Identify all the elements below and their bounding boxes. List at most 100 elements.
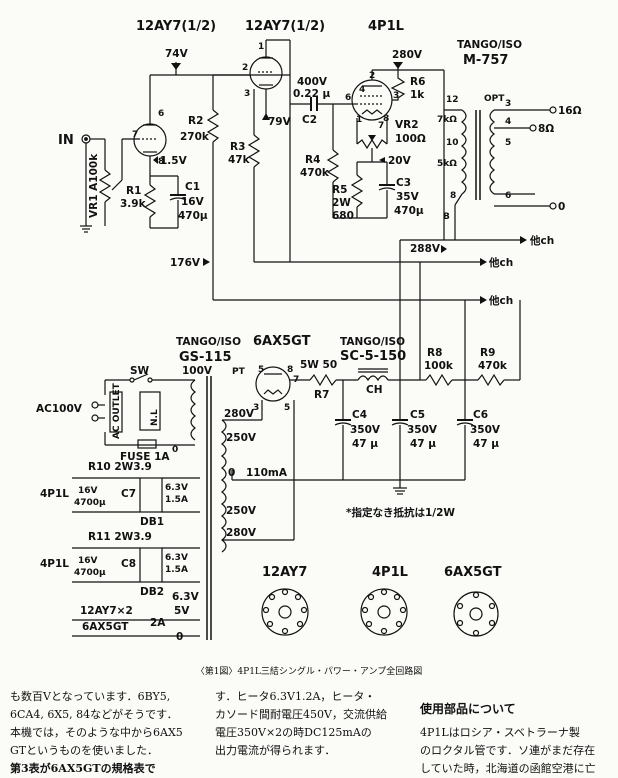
- text-line: 6CA4, 6X5, 84などがそうです．: [10, 708, 178, 721]
- sec-280b: 280V: [226, 527, 257, 539]
- c1-cap: 470μ: [178, 210, 208, 222]
- base-4p1l-title: 4P1L: [372, 565, 408, 580]
- c5-label: C5: [410, 409, 425, 421]
- text-line: していた時，北海道の函館空港に亡: [420, 762, 596, 775]
- text-line: 電圧350V×2の時DC125mAの: [215, 726, 372, 739]
- r5-watt: 2W: [332, 197, 351, 209]
- tap-8: 8Ω: [538, 123, 554, 135]
- c2-cap: 0.22 μ: [293, 88, 331, 100]
- reg2-amp: 1.5A: [165, 565, 188, 575]
- svg-text:2: 2: [242, 63, 248, 73]
- svg-text:8: 8: [383, 114, 389, 124]
- r4-label: R4: [305, 154, 320, 166]
- c8-cap: 4700μ: [74, 568, 106, 578]
- c3-cap: 470μ: [394, 205, 424, 217]
- pt-model: GS-115: [179, 350, 232, 365]
- pin-3: 3: [505, 99, 511, 109]
- r10-label: R10 2W3.9: [88, 461, 152, 473]
- pri-0: 0: [172, 445, 178, 455]
- r9-label: R9: [480, 347, 495, 359]
- sec-250a: 250V: [226, 432, 257, 444]
- opt-model: M-757: [463, 53, 508, 68]
- input-label: IN: [58, 133, 74, 148]
- vr2-label: VR2: [395, 119, 419, 131]
- svg-text:3: 3: [393, 91, 399, 101]
- text-line: のロクタル管です．ソ連がまだ存在: [420, 744, 596, 757]
- r9-value: 470k: [478, 360, 508, 372]
- r5-value: 680: [332, 210, 354, 222]
- tube-label-v3: 4P1L: [368, 19, 404, 34]
- text-line: 本機では，そのような中から6AX5: [10, 726, 183, 739]
- reg1-volt: 6.3V: [165, 483, 188, 493]
- c4-cap: 47 μ: [352, 438, 378, 450]
- c6-label: C6: [473, 409, 488, 421]
- r8-value: 100k: [424, 360, 454, 372]
- sec-110ma: 110mA: [246, 467, 288, 479]
- v280-label: 280V: [392, 49, 423, 61]
- text-column-2: す．ヒータ6.3V1.2A，ヒータ・ カソード間耐電圧450V，交流供給 電圧3…: [215, 688, 410, 760]
- text-column-3: 使用部品について 4P1Lはロシア・スベトラーナ製 のロクタル管です．ソ連がまだ…: [420, 700, 615, 778]
- svg-text:5: 5: [284, 403, 290, 413]
- r7-label: R7: [314, 389, 329, 401]
- r6-label: R6: [410, 76, 425, 88]
- svg-text:5: 5: [258, 365, 264, 375]
- v74-label: 74V: [165, 48, 189, 60]
- tube-12ay7-b: [249, 56, 283, 90]
- c1-volt: 16V: [181, 196, 205, 208]
- c2-volt: 400V: [297, 76, 328, 88]
- v288-label: 288V: [410, 243, 441, 255]
- ch-maker: TANGO/ISO: [340, 336, 405, 348]
- c4-volt: 350V: [350, 424, 381, 436]
- c3-volt: 35V: [396, 191, 420, 203]
- other-ch-low: 他ch: [488, 294, 513, 307]
- v1_5-label: 1.5V: [160, 155, 188, 167]
- text-line: GTというものを使いました．: [10, 744, 159, 757]
- tap-0: 0: [558, 201, 565, 213]
- c7-label: C7: [121, 488, 136, 500]
- c7-volt: 16V: [78, 486, 98, 496]
- ch-model: SC-5-150: [340, 349, 406, 364]
- pin-5: 5: [505, 138, 511, 148]
- svg-text:1: 1: [258, 42, 264, 52]
- svg-text:8: 8: [158, 157, 164, 167]
- c8-label: C8: [121, 558, 136, 570]
- sec-280a: 280V: [224, 408, 255, 420]
- neon-lamp: N.L: [150, 409, 160, 426]
- c3-label: C3: [396, 177, 411, 189]
- pt-label: PT: [232, 367, 246, 377]
- v79-label: 79V: [268, 116, 292, 128]
- base-6ax5-title: 6AX5GT: [444, 565, 502, 580]
- tap-16: 16Ω: [558, 105, 582, 117]
- v20-label: 20V: [388, 155, 412, 167]
- db1-label: DB1: [140, 516, 164, 528]
- r3-label: R3: [230, 141, 245, 153]
- svg-text:4: 4: [359, 85, 365, 95]
- svg-text:8: 8: [287, 365, 293, 375]
- r7-watt: 5W 50: [300, 359, 337, 371]
- r2-label: R2: [188, 115, 203, 127]
- text-line: 4P1Lはロシア・スベトラーナ製: [420, 726, 580, 739]
- r1-value: 3.9k: [120, 198, 147, 210]
- section-heading: 使用部品について: [420, 702, 516, 716]
- svg-text:3: 3: [253, 403, 259, 413]
- figure-caption: 〈第1図〉4P1L三結シングル・パワー・アンプ全回路図: [195, 667, 423, 677]
- pin-6: 6: [505, 191, 511, 201]
- db2-label: DB2: [140, 586, 164, 598]
- base-6ax5: [453, 591, 499, 637]
- c5-cap: 47 μ: [410, 438, 436, 450]
- resistor-note: *指定なき抵抗は1/2W: [346, 506, 455, 519]
- tube-6ax5: [255, 366, 291, 402]
- heat-63: 6.3V: [172, 591, 200, 603]
- p1l-label-2: 4P1L: [40, 558, 69, 570]
- text-line: カソード間耐電圧450V，交流供給: [215, 708, 387, 721]
- c6-volt: 350V: [470, 424, 501, 436]
- r2-value: 270k: [180, 131, 210, 143]
- tube-12ay7-a: [133, 123, 167, 157]
- svg-text:7: 7: [378, 121, 384, 131]
- opt-maker: TANGO/ISO: [457, 39, 522, 51]
- pt-maker: TANGO/ISO: [176, 336, 241, 348]
- c4-label: C4: [352, 409, 367, 421]
- tube-label-v1: 12AY7(1/2): [136, 19, 216, 34]
- ac-outlet: AC OUTLET: [112, 382, 122, 439]
